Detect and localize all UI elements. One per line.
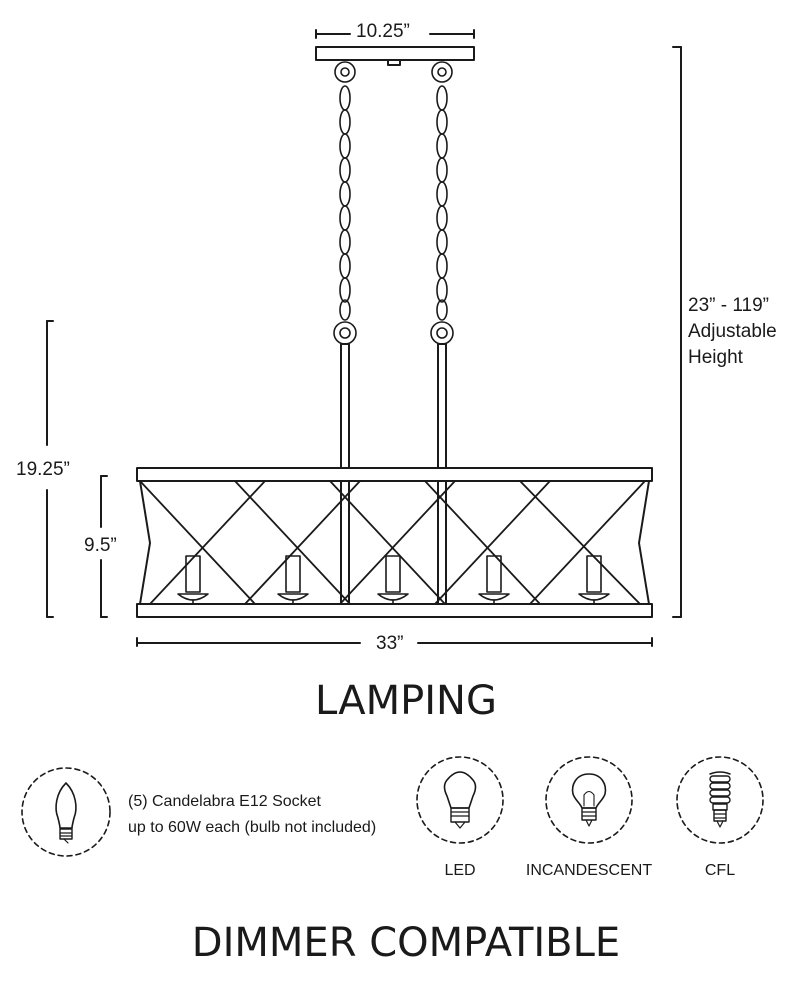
cfl-bulb-icon: [676, 756, 764, 844]
canopy: [315, 46, 475, 66]
candle-sockets: [177, 555, 610, 605]
candle-3: [377, 555, 409, 605]
candle-2: [277, 555, 309, 605]
canopy-width-label: 10.25”: [356, 21, 410, 42]
height-word-label: Height: [688, 347, 743, 368]
socket-description-line2: up to 60W each (bulb not included): [128, 819, 377, 836]
shade-height-label: 9.5”: [84, 535, 117, 556]
bulb-type-cfl-label: CFL: [704, 862, 736, 879]
body-width-dimension: [136, 637, 653, 647]
fixture-body: [136, 467, 653, 618]
incandescent-bulb-icon: [545, 756, 633, 844]
candle-5: [578, 555, 610, 605]
adjustable-word-label: Adjustable: [688, 321, 777, 342]
dimmer-compatible-heading: DIMMER COMPATIBLE: [191, 920, 621, 966]
adjustable-range-label: 23” - 119”: [688, 295, 769, 316]
shade-height-dimension: [100, 475, 108, 618]
left-chain: [333, 61, 357, 345]
candelabra-bulb-icon: [21, 767, 111, 857]
led-bulb-icon: [416, 756, 504, 844]
adjustable-height-dimension: [672, 46, 682, 618]
body-width-label: 33”: [376, 633, 404, 654]
candle-1: [177, 555, 209, 605]
right-chain: [430, 61, 454, 345]
overall-height-dimension: [46, 320, 54, 618]
candle-4: [478, 555, 510, 605]
downrods: [340, 343, 447, 469]
bulb-type-led-label: LED: [444, 862, 476, 879]
socket-description-line1: (5) Candelabra E12 Socket: [128, 793, 321, 810]
overall-height-label: 19.25”: [16, 459, 70, 480]
canopy-width-dimension: [315, 29, 475, 39]
lamping-heading: LAMPING: [315, 678, 497, 724]
bulb-type-incandescent-label: INCANDESCENT: [525, 862, 653, 879]
